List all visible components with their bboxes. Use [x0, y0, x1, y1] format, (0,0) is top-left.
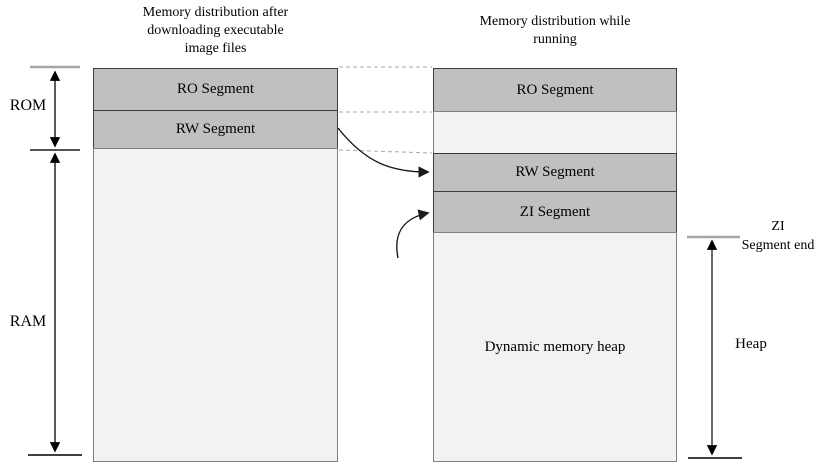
left-ro-segment-box: RO Segment — [93, 68, 338, 111]
right-rw-segment-label: RW Segment — [515, 164, 595, 180]
right-gap-box — [433, 111, 677, 154]
right-rw-segment-box: RW Segment — [433, 153, 677, 192]
left-rw-segment-label: RW Segment — [175, 121, 256, 137]
left-column-title: Memory distribution after downloading ex… — [93, 4, 338, 58]
rom-label: ROM — [9, 97, 47, 114]
right-column-title: Memory distribution while running — [433, 13, 677, 49]
zi-segment-end-line1: ZI — [771, 219, 785, 234]
right-title-line1: Memory distribution while — [479, 14, 631, 29]
heap-label: Heap — [735, 336, 767, 352]
right-zi-segment-box: ZI Segment — [433, 191, 677, 233]
right-title-line2: running — [533, 32, 577, 47]
left-ro-segment-label: RO Segment — [176, 81, 255, 97]
zi-init-arrow — [396, 209, 430, 259]
right-ro-segment-box: RO Segment — [433, 68, 677, 112]
left-title-line1: Memory distribution after — [142, 5, 289, 20]
dynamic-memory-heap-label: Dynamic memory heap — [484, 338, 626, 355]
zi-segment-end-line2: Segment end — [741, 238, 815, 253]
ram-label: RAM — [9, 313, 47, 330]
right-zi-segment-label: ZI Segment — [519, 203, 591, 220]
left-title-line3: image files — [184, 41, 247, 56]
dynamic-memory-heap-box: Dynamic memory heap — [433, 232, 677, 462]
left-title-line2: downloading executable — [147, 23, 284, 38]
zi-segment-end-label: ZI Segment end — [728, 217, 828, 255]
right-ro-segment-label: RO Segment — [516, 81, 594, 98]
left-free-ram-box — [93, 148, 338, 462]
left-rw-segment-box: RW Segment — [93, 110, 338, 149]
dashed-line-rw-bottom — [338, 149, 433, 154]
rw-copy-arrow — [337, 127, 430, 178]
